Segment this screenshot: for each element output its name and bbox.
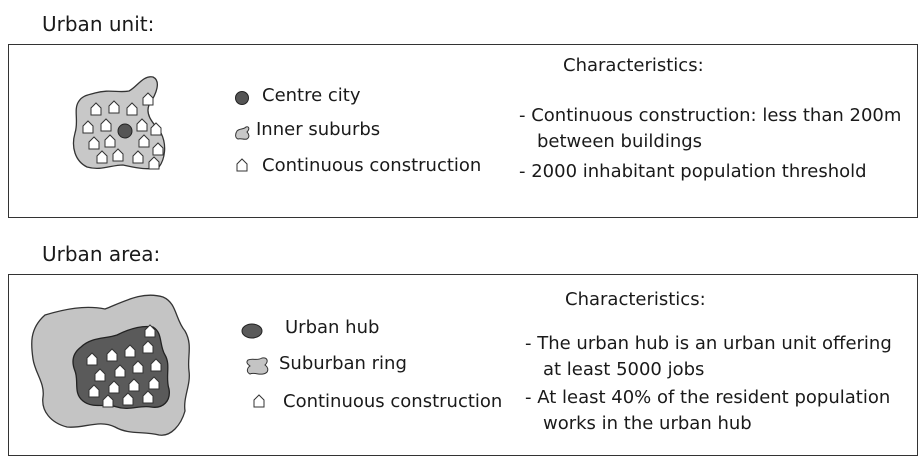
- legend-urban-hub-label: Urban hub: [285, 317, 380, 338]
- house-icon: [124, 344, 136, 358]
- urban-area-box: Urban hub Suburban ring Continuous const…: [8, 274, 918, 456]
- house-icon: [148, 376, 160, 390]
- urban-unit-characteristic-2: - 2000 inhabitant population threshold: [519, 161, 867, 182]
- centre-city-icon: [235, 91, 249, 105]
- urban-area-characteristic-1: - The urban hub is an urban unit offerin…: [525, 333, 892, 354]
- urban-area-title: Urban area:: [42, 242, 161, 266]
- urban-area-characteristic-2: - At least 40% of the resident populatio…: [525, 387, 891, 408]
- suburban-ring-icon: [246, 357, 269, 375]
- inner-suburbs-icon: [235, 126, 250, 140]
- house-icon: [126, 102, 138, 116]
- urban-unit-characteristics-title: Characteristics:: [563, 55, 704, 76]
- house-icon: [104, 134, 116, 148]
- house-icon: [88, 136, 100, 150]
- house-icon: [114, 364, 126, 378]
- house-icon: [86, 352, 98, 366]
- urban-unit-box: Centre city Inner suburbs Continuous con…: [8, 44, 918, 218]
- house-icon: [108, 380, 120, 394]
- house-icon: [88, 384, 100, 398]
- house-icon: [150, 358, 162, 372]
- house-icon: [132, 150, 144, 164]
- legend-inner-suburbs-label: Inner suburbs: [256, 119, 381, 140]
- house-icon: [90, 102, 102, 116]
- house-icon: [82, 120, 94, 134]
- house-icon: [150, 122, 162, 136]
- urban-unit-characteristic-1: - Continuous construction: less than 200…: [519, 105, 902, 126]
- centre-city-dot: [117, 123, 133, 139]
- house-icon: [144, 324, 156, 338]
- house-icon: [106, 348, 118, 362]
- urban-unit-map: [72, 76, 166, 170]
- house-icon: [236, 158, 248, 172]
- urban-hub-icon: [241, 323, 263, 339]
- house-icon: [142, 390, 154, 404]
- house-icon: [132, 360, 144, 374]
- urban-unit-characteristic-1-cont: between buildings: [537, 131, 703, 152]
- urban-area-characteristics-title: Characteristics:: [565, 289, 706, 310]
- urban-area-characteristic-1-cont: at least 5000 jobs: [543, 359, 705, 380]
- house-icon: [138, 134, 150, 148]
- house-icon: [94, 368, 106, 382]
- house-icon: [253, 394, 265, 408]
- house-icon: [128, 378, 140, 392]
- urban-unit-houses: [82, 92, 164, 170]
- house-icon: [100, 118, 112, 132]
- house-icon: [108, 100, 120, 114]
- legend-continuous-construction-2-label: Continuous construction: [283, 391, 503, 412]
- house-icon: [142, 340, 154, 354]
- house-icon: [148, 156, 160, 170]
- urban-area-houses: [86, 324, 162, 408]
- legend-suburban-ring-label: Suburban ring: [279, 353, 407, 374]
- legend-centre-city-label: Centre city: [262, 85, 361, 106]
- urban-area-characteristic-2-cont: works in the urban hub: [543, 413, 752, 434]
- house-icon: [112, 148, 124, 162]
- legend-continuous-construction-1-label: Continuous construction: [262, 155, 482, 176]
- house-icon: [142, 92, 154, 106]
- urban-area-map: [31, 294, 190, 436]
- house-icon: [136, 118, 148, 132]
- urban-unit-title: Urban unit:: [42, 12, 155, 36]
- house-icon: [122, 392, 134, 406]
- house-icon: [102, 394, 114, 408]
- house-icon: [96, 150, 108, 164]
- house-icon: [152, 142, 164, 156]
